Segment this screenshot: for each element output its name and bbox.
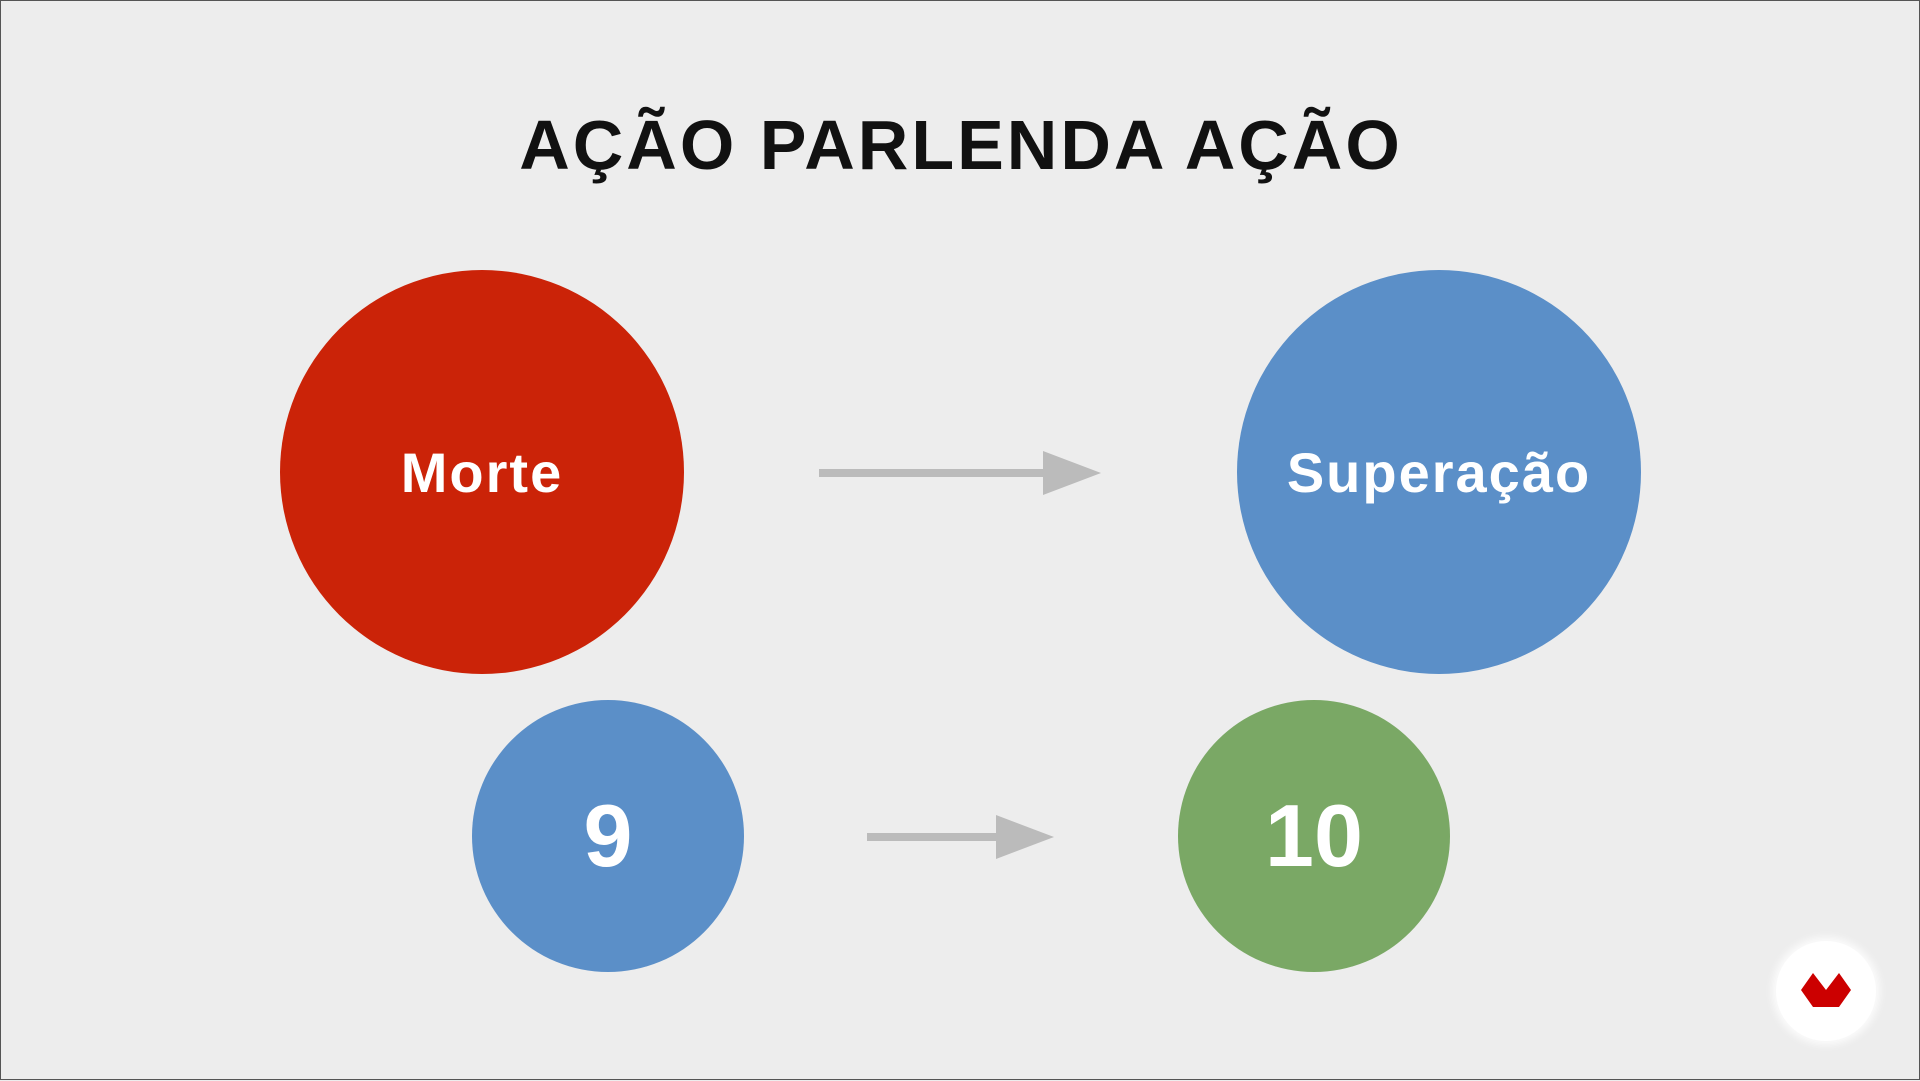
circle-superacao: Superação (1237, 270, 1641, 674)
circle-label: Morte (400, 440, 564, 504)
circle-label: 9 (583, 786, 633, 885)
brand-logo (1776, 941, 1876, 1041)
circle-label: Superação (1286, 440, 1592, 504)
slide-title: AÇÃO PARLENDA AÇÃO (519, 106, 1403, 184)
circle-label: 10 (1265, 786, 1363, 885)
circle-ten: 10 (1178, 700, 1450, 972)
arrow-bottom-icon (867, 815, 1054, 859)
circle-nine: 9 (472, 700, 744, 972)
circle-morte: Morte (280, 270, 684, 674)
arrow-top-icon (819, 451, 1101, 495)
chevron-logo-icon (1801, 973, 1851, 1007)
